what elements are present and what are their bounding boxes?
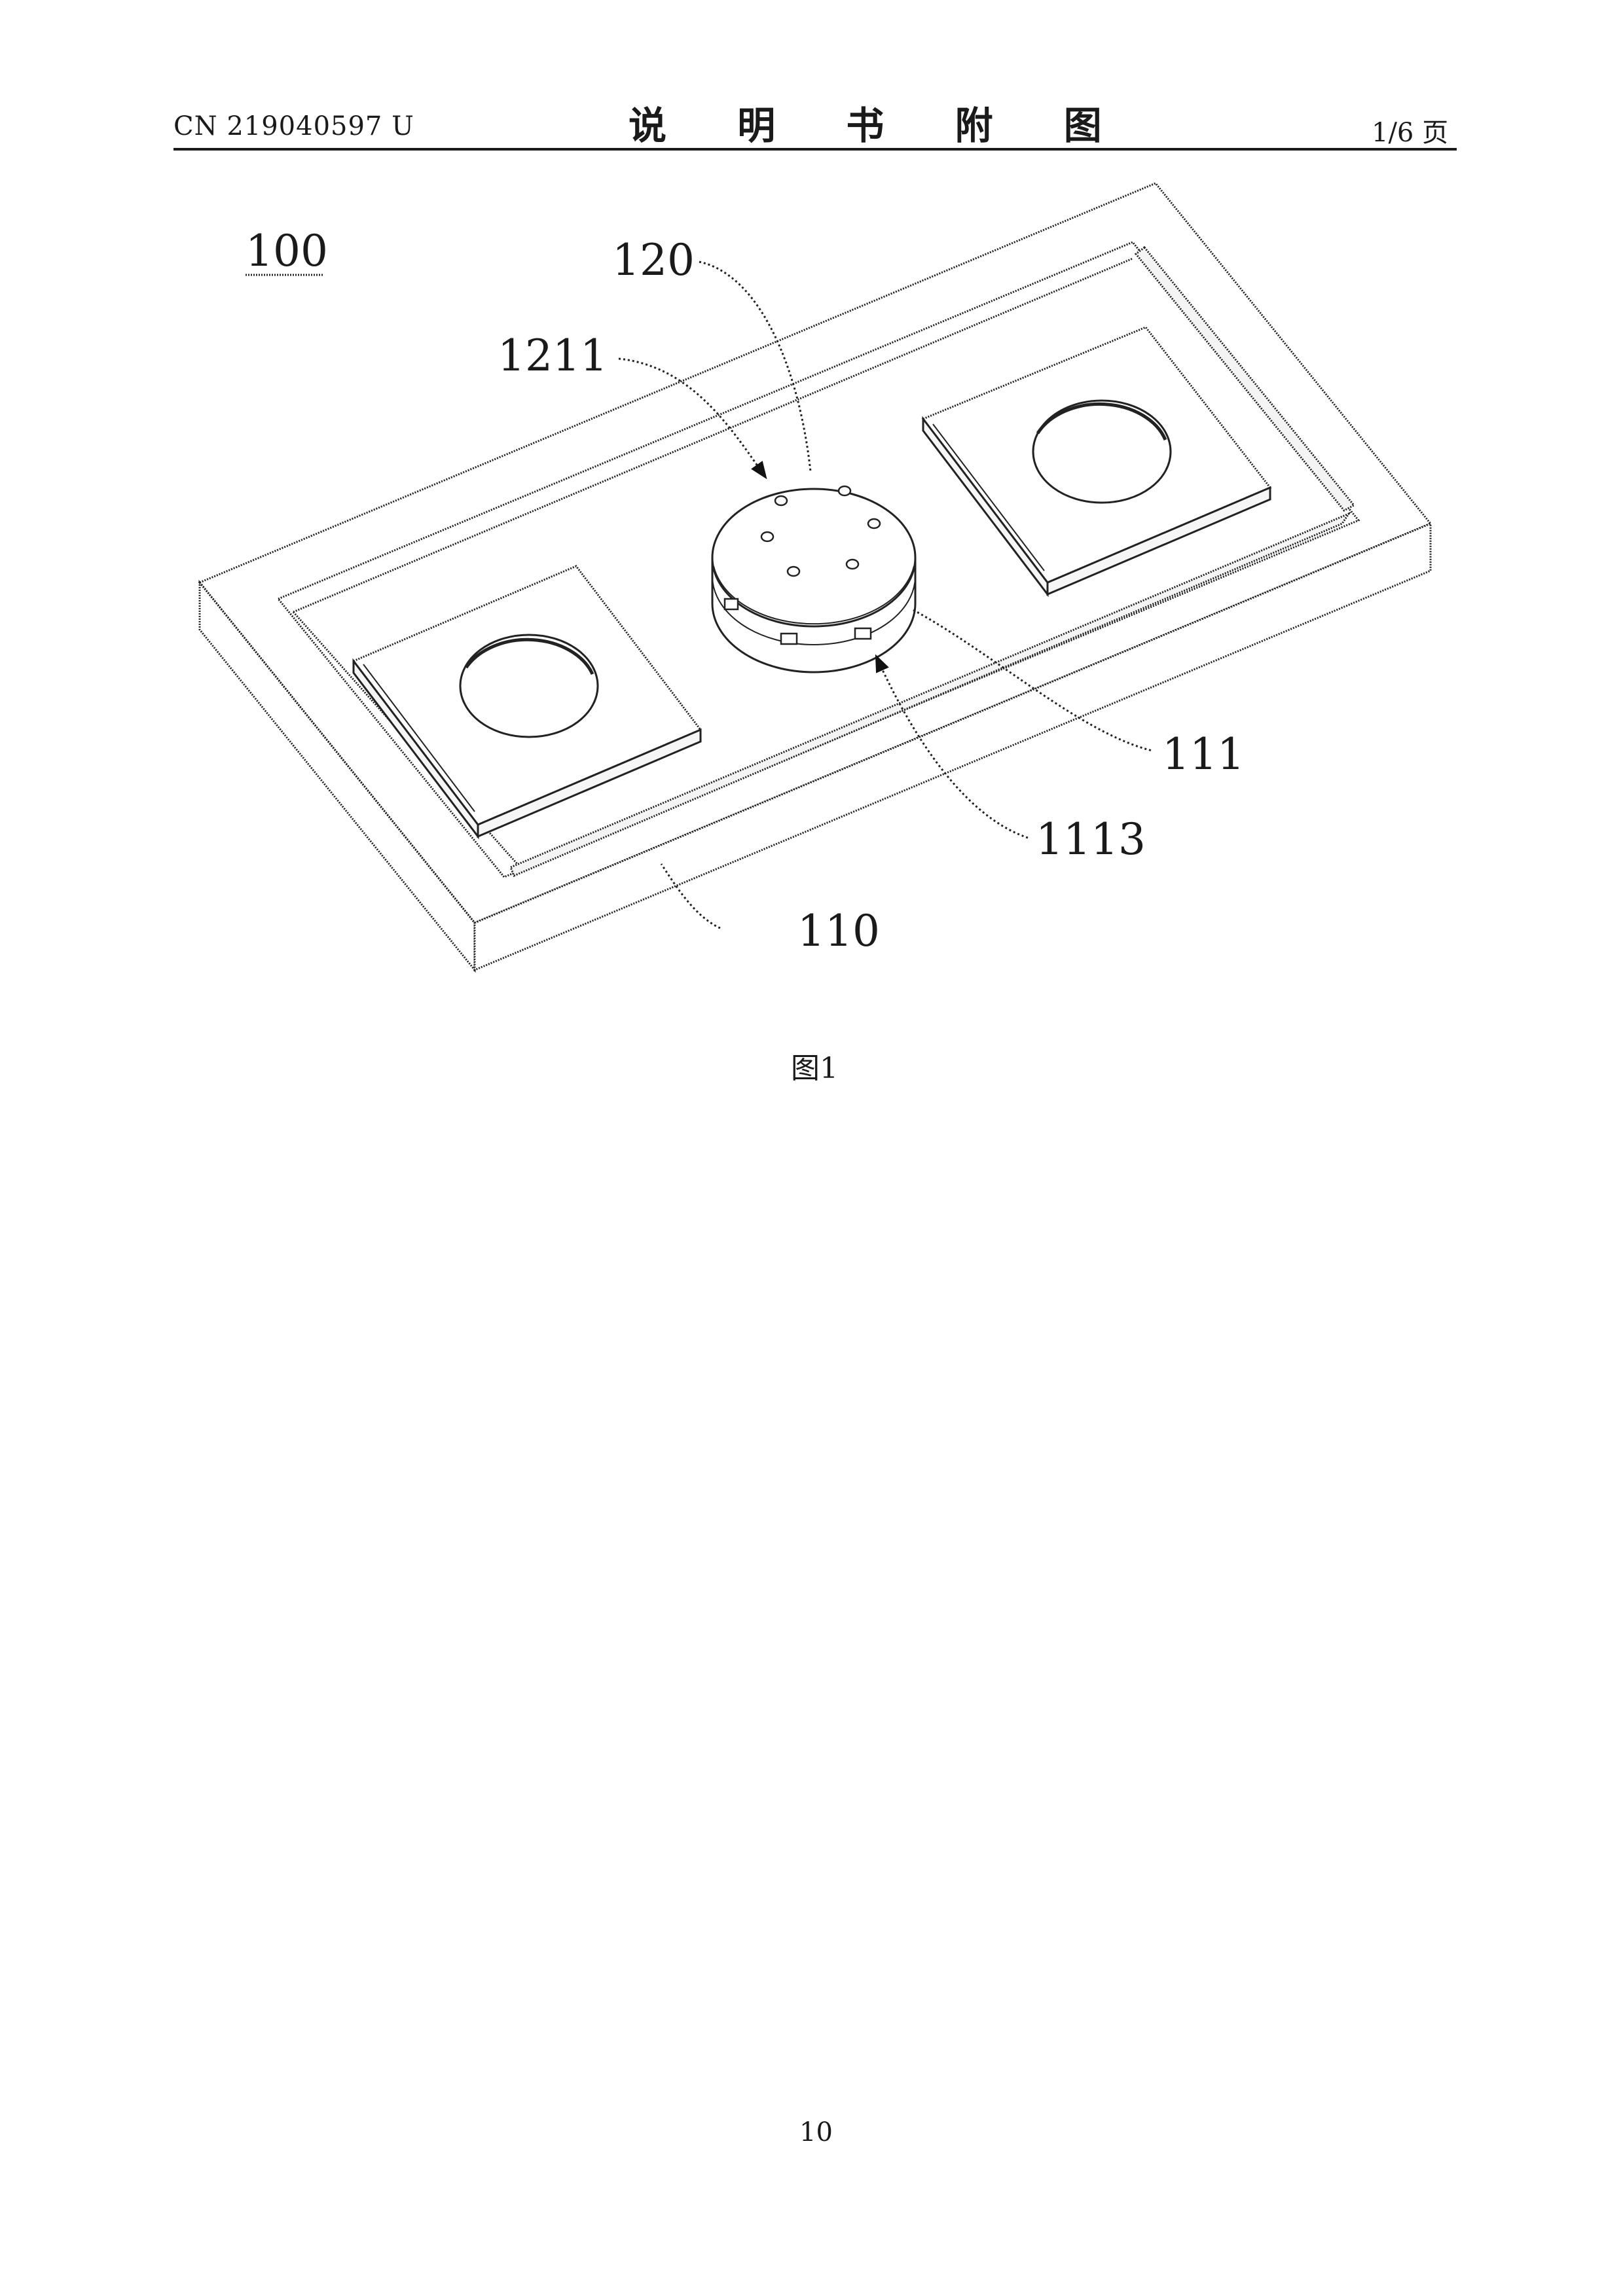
label-120: 120	[612, 235, 695, 285]
label-100: 100	[246, 226, 328, 276]
page-number: 10	[799, 2117, 833, 2147]
puck	[711, 485, 917, 673]
reference-numerals: 100 120 1211 111 1113 110	[246, 226, 1245, 956]
patent-number: CN 219040597 U	[173, 111, 414, 141]
pad-left	[352, 565, 702, 840]
page-title: 说 明 书 附 图	[629, 103, 1131, 148]
pad-right	[921, 326, 1272, 598]
pad-left-recess	[459, 634, 599, 738]
label-110: 110	[797, 906, 880, 956]
header-rule	[173, 148, 1457, 151]
label-1113: 1113	[1036, 814, 1146, 865]
patent-figure-1: 100 120 1211 111 1113 110	[198, 182, 1432, 973]
puck-side-slot	[723, 598, 872, 645]
label-111: 111	[1162, 729, 1245, 780]
figure-caption: 图1	[791, 1052, 838, 1085]
puck-hole	[760, 485, 881, 577]
label-1211: 1211	[498, 331, 608, 381]
page-counter: 1/6 页	[1372, 118, 1449, 148]
pad-right-recess	[1032, 399, 1172, 504]
leader-lines	[618, 260, 1153, 929]
